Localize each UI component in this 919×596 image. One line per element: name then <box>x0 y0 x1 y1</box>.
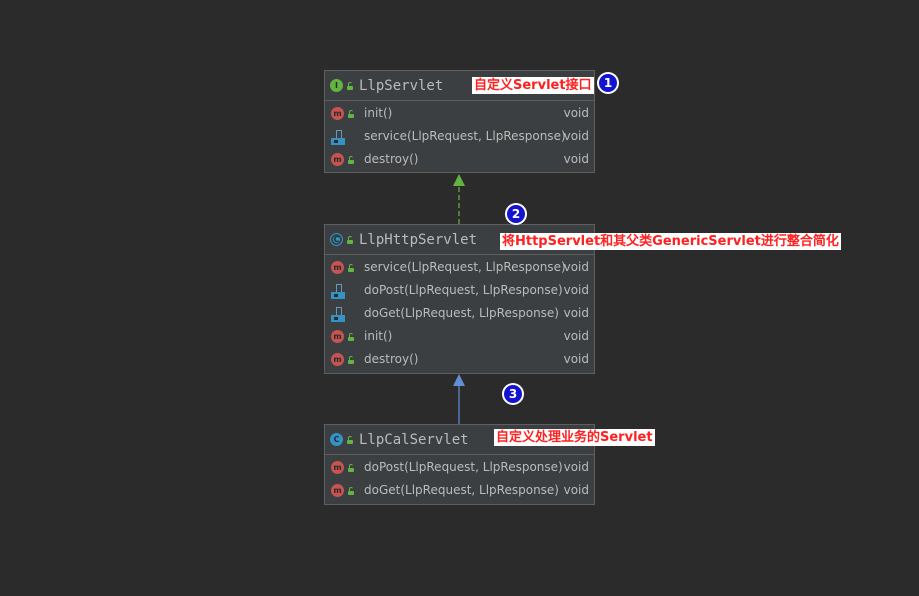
return-type: void <box>563 460 589 474</box>
public-lock-icon <box>348 263 354 272</box>
annotation-label-1: 自定义Servlet接口 <box>472 77 594 94</box>
method-icon: m <box>331 484 344 497</box>
method-icon: m <box>331 261 344 274</box>
public-lock-icon <box>348 463 354 472</box>
return-type: void <box>563 329 589 343</box>
return-type: void <box>563 306 589 320</box>
implements-arrow <box>453 174 465 224</box>
method-row[interactable]: doPost(LlpRequest, LlpResponse) void <box>325 279 594 302</box>
class-header: C LlpHttpServlet <box>325 225 594 255</box>
method-name: service(LlpRequest, LlpResponse) <box>364 260 566 274</box>
method-row[interactable]: m doPost(LlpRequest, LlpResponse) void <box>325 456 594 479</box>
return-type: void <box>563 483 589 497</box>
method-row[interactable]: m destroy() void <box>325 348 594 371</box>
annotation-label-3: 自定义处理业务的Servlet <box>494 429 655 446</box>
annotation-label-2: 将HttpServlet和其父类GenericServlet进行整合简化 <box>500 233 841 250</box>
class-header: C LlpCalServlet <box>325 425 594 455</box>
method-icon: m <box>331 153 344 166</box>
abstract-method-icon <box>331 284 345 299</box>
abstract-method-icon <box>331 307 345 322</box>
method-name: doGet(LlpRequest, LlpResponse) <box>364 306 559 320</box>
public-lock-icon <box>347 81 353 90</box>
annotation-badge-3: 3 <box>504 385 522 403</box>
method-name: doPost(LlpRequest, LlpResponse) <box>364 460 563 474</box>
method-row[interactable]: m init() void <box>325 102 594 125</box>
public-lock-icon <box>348 109 354 118</box>
return-type: void <box>563 106 589 120</box>
public-lock-icon <box>348 332 354 341</box>
public-lock-icon <box>348 486 354 495</box>
public-lock-icon <box>347 235 353 244</box>
abstract-method-icon <box>331 130 345 145</box>
public-lock-icon <box>348 155 354 164</box>
method-row[interactable]: service(LlpRequest, LlpResponse) void <box>325 125 594 148</box>
extends-arrow <box>453 374 465 424</box>
method-name: destroy() <box>364 152 419 166</box>
interface-icon: I <box>330 79 343 92</box>
method-row[interactable]: m init() void <box>325 325 594 348</box>
method-name: init() <box>364 329 393 343</box>
class-name: LlpHttpServlet <box>359 231 478 248</box>
class-name: LlpServlet <box>359 77 444 94</box>
method-row[interactable]: doGet(LlpRequest, LlpResponse) void <box>325 302 594 325</box>
method-row[interactable]: m service(LlpRequest, LlpResponse) void <box>325 256 594 279</box>
abstract-class-icon: C <box>330 233 343 246</box>
method-name: doGet(LlpRequest, LlpResponse) <box>364 483 559 497</box>
class-icon: C <box>330 433 343 446</box>
method-name: init() <box>364 106 393 120</box>
annotation-badge-2: 2 <box>507 205 525 223</box>
method-icon: m <box>331 107 344 120</box>
method-name: service(LlpRequest, LlpResponse) <box>364 129 566 143</box>
method-icon: m <box>331 330 344 343</box>
public-lock-icon <box>348 355 354 364</box>
method-icon: m <box>331 461 344 474</box>
return-type: void <box>563 283 589 297</box>
return-type: void <box>563 260 589 274</box>
public-lock-icon <box>347 435 353 444</box>
return-type: void <box>563 152 589 166</box>
annotation-badge-1: 1 <box>599 74 617 92</box>
class-name: LlpCalServlet <box>359 431 469 448</box>
method-row[interactable]: m destroy() void <box>325 148 594 171</box>
method-icon: m <box>331 353 344 366</box>
return-type: void <box>563 129 589 143</box>
method-name: destroy() <box>364 352 419 366</box>
return-type: void <box>563 352 589 366</box>
method-row[interactable]: m doGet(LlpRequest, LlpResponse) void <box>325 479 594 502</box>
class-header: I LlpServlet <box>325 71 594 101</box>
method-name: doPost(LlpRequest, LlpResponse) <box>364 283 563 297</box>
